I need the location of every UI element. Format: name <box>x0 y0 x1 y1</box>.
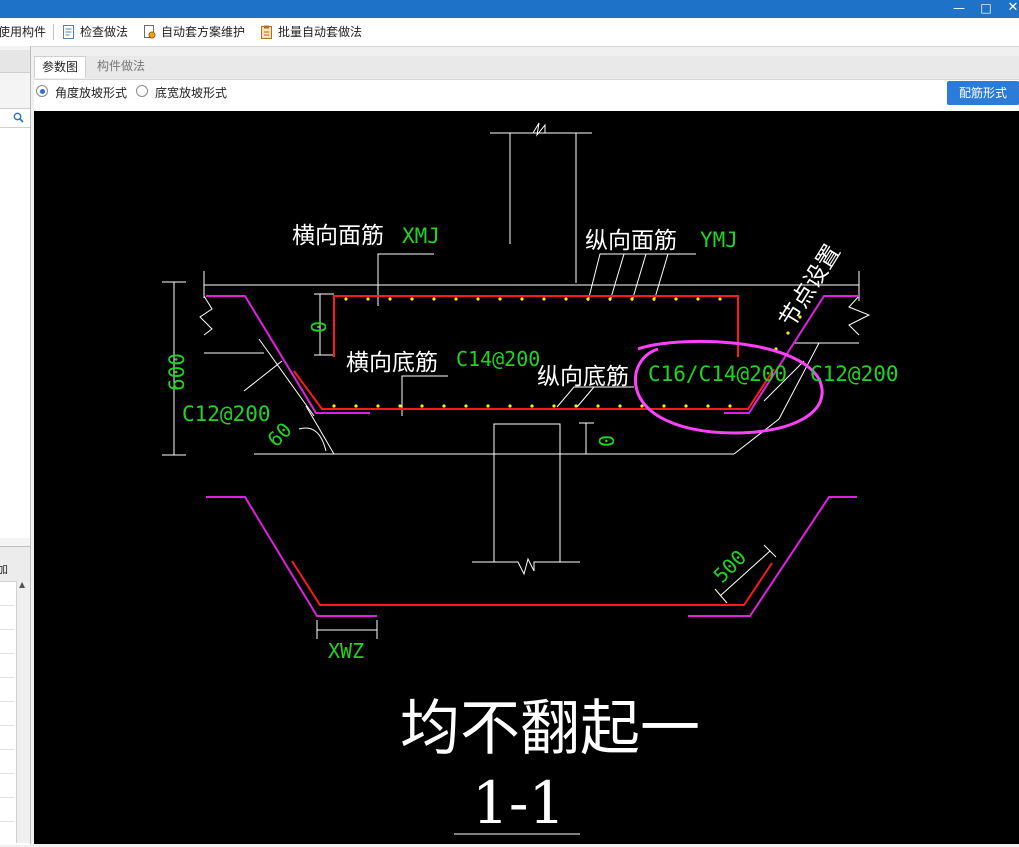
vert-top-leader-branch <box>653 253 669 302</box>
vert-bottom-rebar-label: 纵向底筋 <box>537 364 629 390</box>
tab-bar: 参数图 构件做法 <box>34 56 1019 78</box>
left-panel-header <box>0 50 30 73</box>
vert-top-leader-branch <box>631 253 647 302</box>
grid-header-label: 加 <box>0 563 8 576</box>
big-title-label: 均不翻起一 <box>400 694 700 764</box>
batch-auto-method-label: 批量自动套做法 <box>278 25 363 39</box>
upper-left-slope-rebar <box>206 295 370 414</box>
left-slope-lower <box>305 405 335 455</box>
vert-bottom-value: C16/C14@200 <box>648 362 787 386</box>
auto-scheme-maintain-label: 自动套方案维护 <box>161 25 246 39</box>
bottom-width-slope-radio[interactable] <box>136 85 148 97</box>
property-grid[interactable]: 加 ▲ <box>0 546 30 845</box>
left-panel: 加 ▲ <box>0 46 31 845</box>
grid-scrollbar[interactable]: ▲ <box>16 580 30 843</box>
horiz-bottom-value: C14@200 <box>456 347 540 371</box>
toolbar-separator <box>53 24 54 40</box>
vert-top-leader-branch <box>609 253 625 302</box>
column-bottom-break <box>472 557 580 576</box>
horiz-top-rebar-label: 横向面筋 <box>292 223 384 249</box>
vert-bottom-leader <box>556 386 634 408</box>
slope-length-tick <box>714 588 728 604</box>
grid-header: 加 <box>0 547 30 582</box>
left-slope-line <box>258 338 315 417</box>
vert-top-code: YMJ <box>700 228 738 252</box>
slope-length-value: 500 <box>709 545 752 588</box>
left-slope-value: C12@200 <box>182 402 271 426</box>
bottom-cover-value: 0 <box>595 435 619 447</box>
grid-row-line <box>0 749 14 750</box>
component-search-input[interactable] <box>0 108 30 128</box>
column-outline-top <box>509 122 577 283</box>
grid-row-line <box>0 629 14 630</box>
vert-bottom-leader-branch <box>576 386 595 408</box>
toolbar: 使用构件 检查做法 自动套方案维护 批量自动套做法 <box>0 18 1019 47</box>
angle-slope-label: 角度放坡形式 <box>55 86 128 100</box>
use-component-button[interactable]: 使用构件 <box>0 23 46 41</box>
grid-row-line <box>0 821 14 822</box>
slope-angle-arc <box>298 427 327 452</box>
right-slope-lower <box>733 418 780 455</box>
batch-auto-method-button[interactable]: 批量自动套做法 <box>260 23 362 41</box>
grid-row-line <box>0 797 14 798</box>
xwz-value: XWZ <box>328 639 364 663</box>
auto-scheme-maintain-button[interactable]: 自动套方案维护 <box>143 23 245 41</box>
slope-length-tick <box>763 544 777 558</box>
search-icon[interactable] <box>13 112 24 123</box>
top-rebar <box>333 295 739 357</box>
clipboard-batch-icon <box>261 25 272 39</box>
close-button[interactable]: ✕ <box>1007 0 1019 15</box>
grid-row-line <box>0 773 14 774</box>
right-break-mark <box>848 295 871 336</box>
right-slope-value: C12@200 <box>810 362 899 386</box>
top-cover-value: 0 <box>307 321 331 333</box>
use-component-label: 使用构件 <box>0 25 47 39</box>
left-break-mark <box>199 295 213 336</box>
rebar-section-dots <box>332 297 802 408</box>
maximize-button[interactable]: □ <box>980 1 992 15</box>
scroll-up-icon[interactable]: ▲ <box>19 580 26 589</box>
height-value: 600 <box>165 353 189 391</box>
tab-component-method[interactable]: 构件做法 <box>97 59 146 73</box>
horiz-top-code: XMJ <box>402 224 440 248</box>
grid-row-line <box>0 677 14 678</box>
right-slope-line <box>778 342 820 420</box>
rebar-form-button[interactable]: 配筋形式 <box>947 81 1019 105</box>
minimize-button[interactable]: — <box>953 1 965 15</box>
angle-slope-radio[interactable] <box>36 85 48 97</box>
tab-parameter-diagram[interactable]: 参数图 <box>34 56 87 78</box>
section-label: 1-1 <box>472 769 565 837</box>
annotation-circle <box>633 339 824 435</box>
foundation-section-drawing: 横向面筋 纵向面筋 横向底筋 纵向底筋 节点设置 均不翻起一 1-1 XMJ Y… <box>162 122 899 837</box>
document-gear-icon <box>144 25 156 39</box>
left-value-leader <box>243 360 283 392</box>
horiz-bottom-leader <box>401 375 448 416</box>
bottom-width-slope-label: 底宽放坡形式 <box>155 86 228 100</box>
lower-right-slope-rebar <box>688 496 857 617</box>
check-method-label: 检查做法 <box>80 25 129 39</box>
lower-bottom-rebar <box>291 560 773 606</box>
grid-row-line <box>0 701 14 702</box>
parameter-diagram-canvas: 横向面筋 纵向面筋 横向底筋 纵向底筋 节点设置 均不翻起一 1-1 XMJ Y… <box>34 111 1019 844</box>
component-tree[interactable] <box>0 128 30 538</box>
check-method-button[interactable]: 检查做法 <box>62 23 128 41</box>
vert-top-rebar-label: 纵向面筋 <box>585 228 677 254</box>
grid-row-line <box>0 605 14 606</box>
options-bar: 角度放坡形式 底宽放坡形式 配筋形式 <box>34 79 1019 111</box>
grid-row-line <box>0 725 14 726</box>
slope-length-dimension <box>719 550 771 597</box>
bottom-rebar <box>293 368 775 410</box>
grid-row-line <box>0 653 14 654</box>
lower-left-slope-rebar <box>206 496 377 617</box>
document-check-icon <box>63 25 74 39</box>
vert-top-leader <box>587 253 696 302</box>
horiz-bottom-rebar-label: 横向底筋 <box>346 350 438 376</box>
window-title-bar: — □ ✕ <box>0 0 1019 18</box>
column-outline-bottom <box>493 423 561 562</box>
horiz-top-leader <box>377 253 434 306</box>
right-value-leader <box>763 360 805 402</box>
